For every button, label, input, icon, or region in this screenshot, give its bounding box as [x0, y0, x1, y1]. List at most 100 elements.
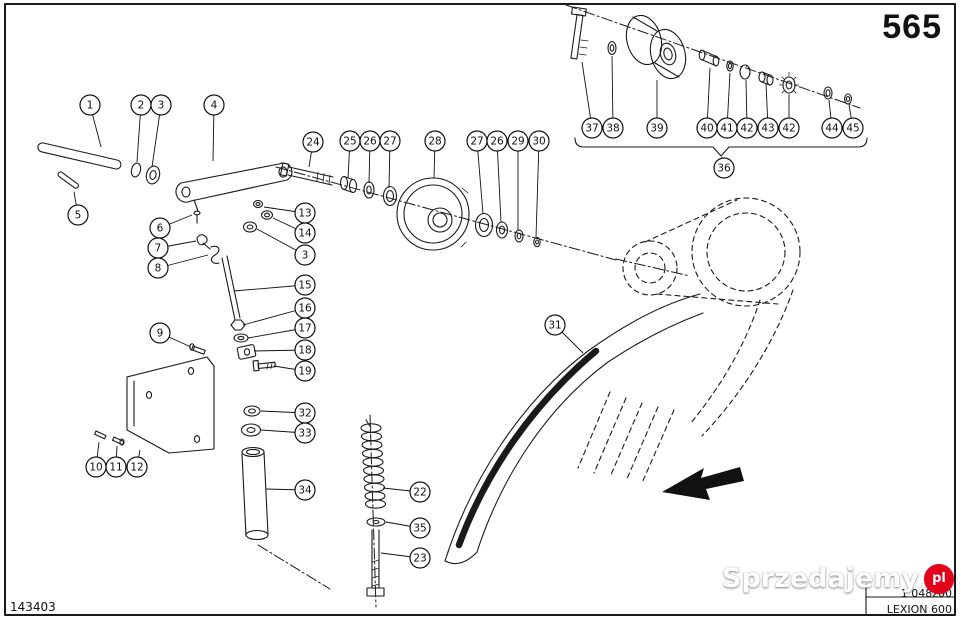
idler-shaft-group — [275, 162, 617, 261]
svg-text:39: 39 — [650, 123, 663, 135]
drawing-number: 143403 — [10, 600, 56, 614]
svg-text:5: 5 — [75, 210, 82, 222]
callout-42: 42 — [778, 95, 800, 139]
svg-text:34: 34 — [298, 485, 312, 497]
watermark-tld: pl — [932, 571, 946, 586]
svg-text:27: 27 — [470, 136, 483, 148]
svg-text:35: 35 — [413, 523, 426, 535]
callout-16: 16 — [242, 297, 316, 326]
group-brace — [574, 137, 868, 157]
svg-text:42: 42 — [740, 123, 753, 135]
svg-text:9: 9 — [157, 328, 164, 340]
callout-45: 45 — [842, 104, 864, 139]
svg-text:13: 13 — [298, 208, 311, 220]
bracket-group — [93, 343, 215, 454]
callout-22: 22 — [382, 481, 431, 503]
callout-6: 6 — [149, 214, 193, 239]
watermark: Sprzedajemy pl — [722, 563, 954, 594]
callout-9: 9 — [149, 322, 192, 348]
svg-text:7: 7 — [155, 243, 162, 255]
svg-text:29: 29 — [511, 136, 524, 148]
page-frame — [4, 3, 956, 616]
svg-text:11: 11 — [109, 462, 122, 474]
svg-text:44: 44 — [825, 123, 839, 135]
callout-18: 18 — [253, 339, 316, 361]
callout-15: 15 — [233, 274, 316, 296]
callout-14: 14 — [272, 217, 316, 244]
svg-text:8: 8 — [155, 263, 162, 275]
belt-group — [444, 197, 801, 565]
svg-text:42: 42 — [782, 123, 795, 135]
callout-4: 4 — [203, 94, 225, 162]
callout-11: 11 — [105, 445, 127, 478]
callout-12: 12 — [126, 449, 148, 478]
callout-41: 41 — [716, 72, 738, 139]
callout-36: 36 — [713, 156, 735, 179]
callout-32: 32 — [260, 402, 316, 424]
svg-text:32: 32 — [298, 408, 311, 420]
svg-text:43: 43 — [761, 123, 774, 135]
callout-17: 17 — [247, 317, 316, 339]
callout-26: 26 — [486, 130, 508, 223]
callout-3: 3 — [150, 94, 172, 168]
svg-text:16: 16 — [298, 303, 312, 315]
svg-text:3: 3 — [302, 250, 309, 262]
callout-10: 10 — [85, 441, 107, 478]
svg-text:17: 17 — [298, 323, 311, 335]
callout-42: 42 — [736, 79, 758, 139]
callout-37: 37 — [581, 61, 603, 139]
callout-27: 27 — [379, 130, 401, 189]
callout-43: 43 — [757, 82, 779, 139]
svg-text:12: 12 — [130, 462, 143, 474]
direction-arrow — [662, 467, 744, 500]
svg-text:31: 31 — [548, 320, 561, 332]
watermark-pl-badge: pl — [924, 563, 954, 594]
svg-text:30: 30 — [532, 136, 545, 148]
svg-text:36: 36 — [717, 163, 731, 175]
callout-35: 35 — [385, 517, 431, 539]
svg-text:6: 6 — [157, 223, 164, 235]
callout-2: 2 — [130, 94, 152, 163]
callout-40: 40 — [696, 67, 718, 139]
top-pulley-assembly — [565, 4, 868, 157]
svg-text:28: 28 — [428, 136, 441, 148]
svg-text:22: 22 — [413, 487, 426, 499]
callout-5: 5 — [67, 191, 89, 226]
callout-1: 1 — [79, 94, 102, 148]
callout-13: 13 — [263, 202, 316, 224]
rod-group — [37, 142, 161, 189]
callout-7: 7 — [147, 237, 197, 259]
callout-24: 24 — [302, 131, 324, 168]
svg-text:37: 37 — [585, 123, 598, 135]
callout-30: 30 — [528, 130, 550, 238]
svg-text:33: 33 — [298, 428, 311, 440]
svg-text:27: 27 — [383, 136, 396, 148]
svg-text:40: 40 — [700, 123, 713, 135]
svg-text:3: 3 — [158, 100, 165, 112]
callout-25: 25 — [339, 130, 361, 179]
callout-38: 38 — [602, 55, 624, 139]
svg-text:1: 1 — [87, 100, 94, 112]
callout-29: 29 — [507, 130, 529, 230]
svg-text:14: 14 — [298, 228, 312, 240]
tube-group — [240, 405, 331, 590]
svg-text:25: 25 — [343, 136, 356, 148]
callout-27: 27 — [466, 130, 488, 215]
callout-8: 8 — [147, 254, 209, 279]
main-pulley-group — [396, 177, 541, 251]
model-name: LEXION 600 — [886, 603, 952, 616]
svg-text:18: 18 — [298, 345, 311, 357]
svg-text:2: 2 — [138, 100, 145, 112]
callout-26: 26 — [359, 130, 381, 184]
callout-28: 28 — [424, 130, 446, 179]
svg-text:23: 23 — [413, 553, 426, 565]
svg-text:41: 41 — [720, 123, 733, 135]
callout-31: 31 — [544, 314, 584, 354]
svg-text:26: 26 — [363, 136, 377, 148]
svg-text:24: 24 — [306, 137, 320, 149]
svg-text:38: 38 — [606, 123, 619, 135]
callout-44: 44 — [821, 99, 843, 139]
